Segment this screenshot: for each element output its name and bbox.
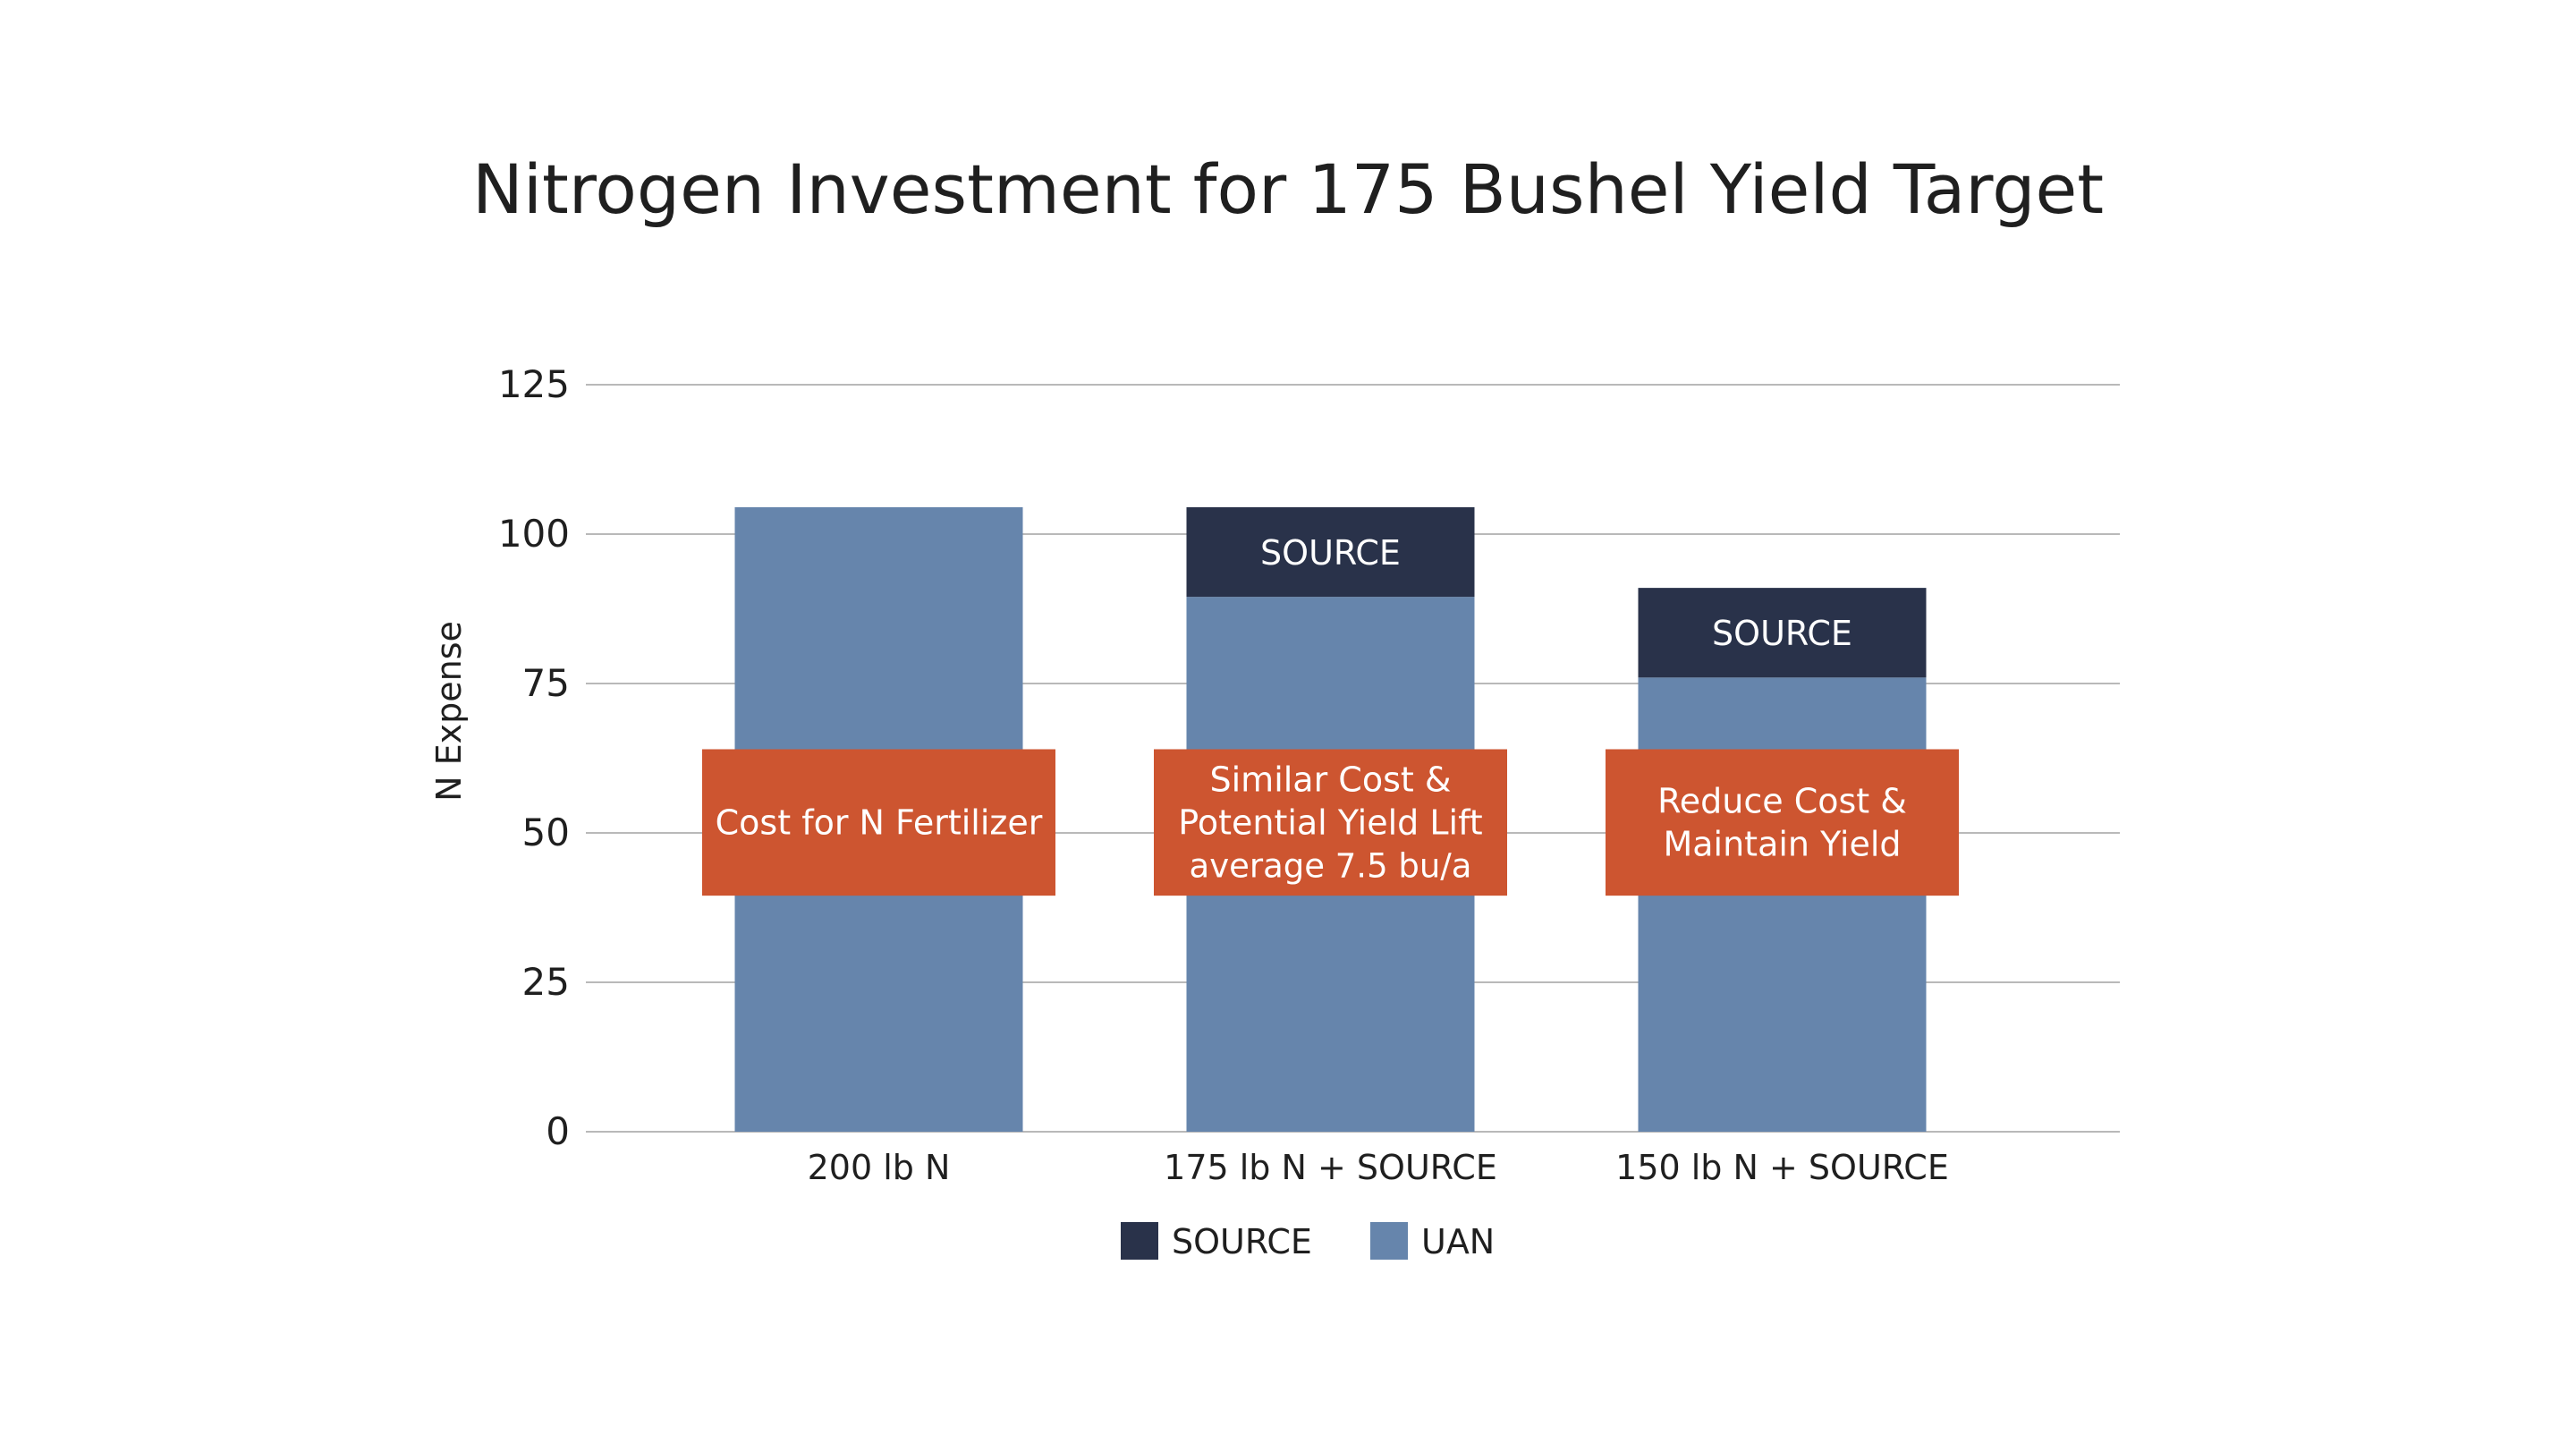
annotations: Cost for N Fertilizer Similar Cost &Poten… xyxy=(702,749,1959,896)
segment-label-175-lb-n-source: SOURCE xyxy=(1260,533,1401,573)
segment-label-150-lb-n-source: SOURCE xyxy=(1712,614,1852,653)
chart-title: Nitrogen Investment for 175 Bushel Yield… xyxy=(472,149,2104,229)
annotation-line: Maintain Yield xyxy=(1663,824,1901,863)
x-tick-label-200-lb-n: 200 lb N xyxy=(808,1148,951,1187)
x-tick-label-150-lb-n-source: 150 lb N + SOURCE xyxy=(1615,1148,1949,1187)
annotation-150-lb-n-source: Reduce Cost & Maintain Yield xyxy=(1606,749,1959,896)
legend-label: SOURCE xyxy=(1172,1222,1312,1261)
legend: SOURCE UAN xyxy=(1121,1222,1495,1261)
legend-item-source: SOURCE xyxy=(1121,1222,1312,1261)
annotation-line: Reduce Cost & xyxy=(1657,781,1907,820)
bar-source-175-lb-n-source xyxy=(1186,506,1475,598)
annotation-box xyxy=(1606,749,1959,896)
legend-label: UAN xyxy=(1421,1222,1495,1261)
annotation-box xyxy=(1154,749,1507,896)
y-tick-label-0: 0 xyxy=(546,1109,570,1153)
annotation-200-lb-n: Cost for N Fertilizer xyxy=(702,749,1055,896)
legend-item-uan: UAN xyxy=(1370,1222,1495,1261)
annotation-line: average 7.5 bu/a xyxy=(1190,846,1472,885)
annotation-line: Cost for N Fertilizer xyxy=(716,802,1043,842)
y-tick-label-50: 50 xyxy=(522,811,570,854)
annotation-line: Similar Cost & xyxy=(1210,760,1452,799)
bar-uan-150-lb-n-source xyxy=(1638,677,1927,1132)
x-axis-ticks: 200 lb N 175 lb N + SOURCE 150 lb N + SOUR… xyxy=(808,1148,1949,1187)
y-tick-label-100: 100 xyxy=(498,512,570,556)
y-tick-label-125: 125 xyxy=(498,362,570,406)
legend-swatch xyxy=(1121,1222,1158,1260)
y-tick-label-25: 25 xyxy=(522,960,570,1004)
bar-source-150-lb-n-source xyxy=(1638,588,1927,678)
annotation-box xyxy=(702,749,1055,896)
y-axis-label: N Expense xyxy=(429,621,469,802)
annotation-175-lb-n-source: Similar Cost &Potential Yield Lift averag… xyxy=(1154,749,1507,896)
x-tick-label-175-lb-n-source: 175 lb N + SOURCE xyxy=(1164,1148,1497,1187)
y-tick-label-75: 75 xyxy=(522,661,570,705)
legend-swatch xyxy=(1370,1222,1408,1260)
segment-labels: SOURCE SOURCE xyxy=(1260,533,1852,653)
y-axis-ticks: 0 25 50 75 100 125 xyxy=(498,362,570,1153)
annotation-line: Potential Yield Lift xyxy=(1178,802,1482,842)
